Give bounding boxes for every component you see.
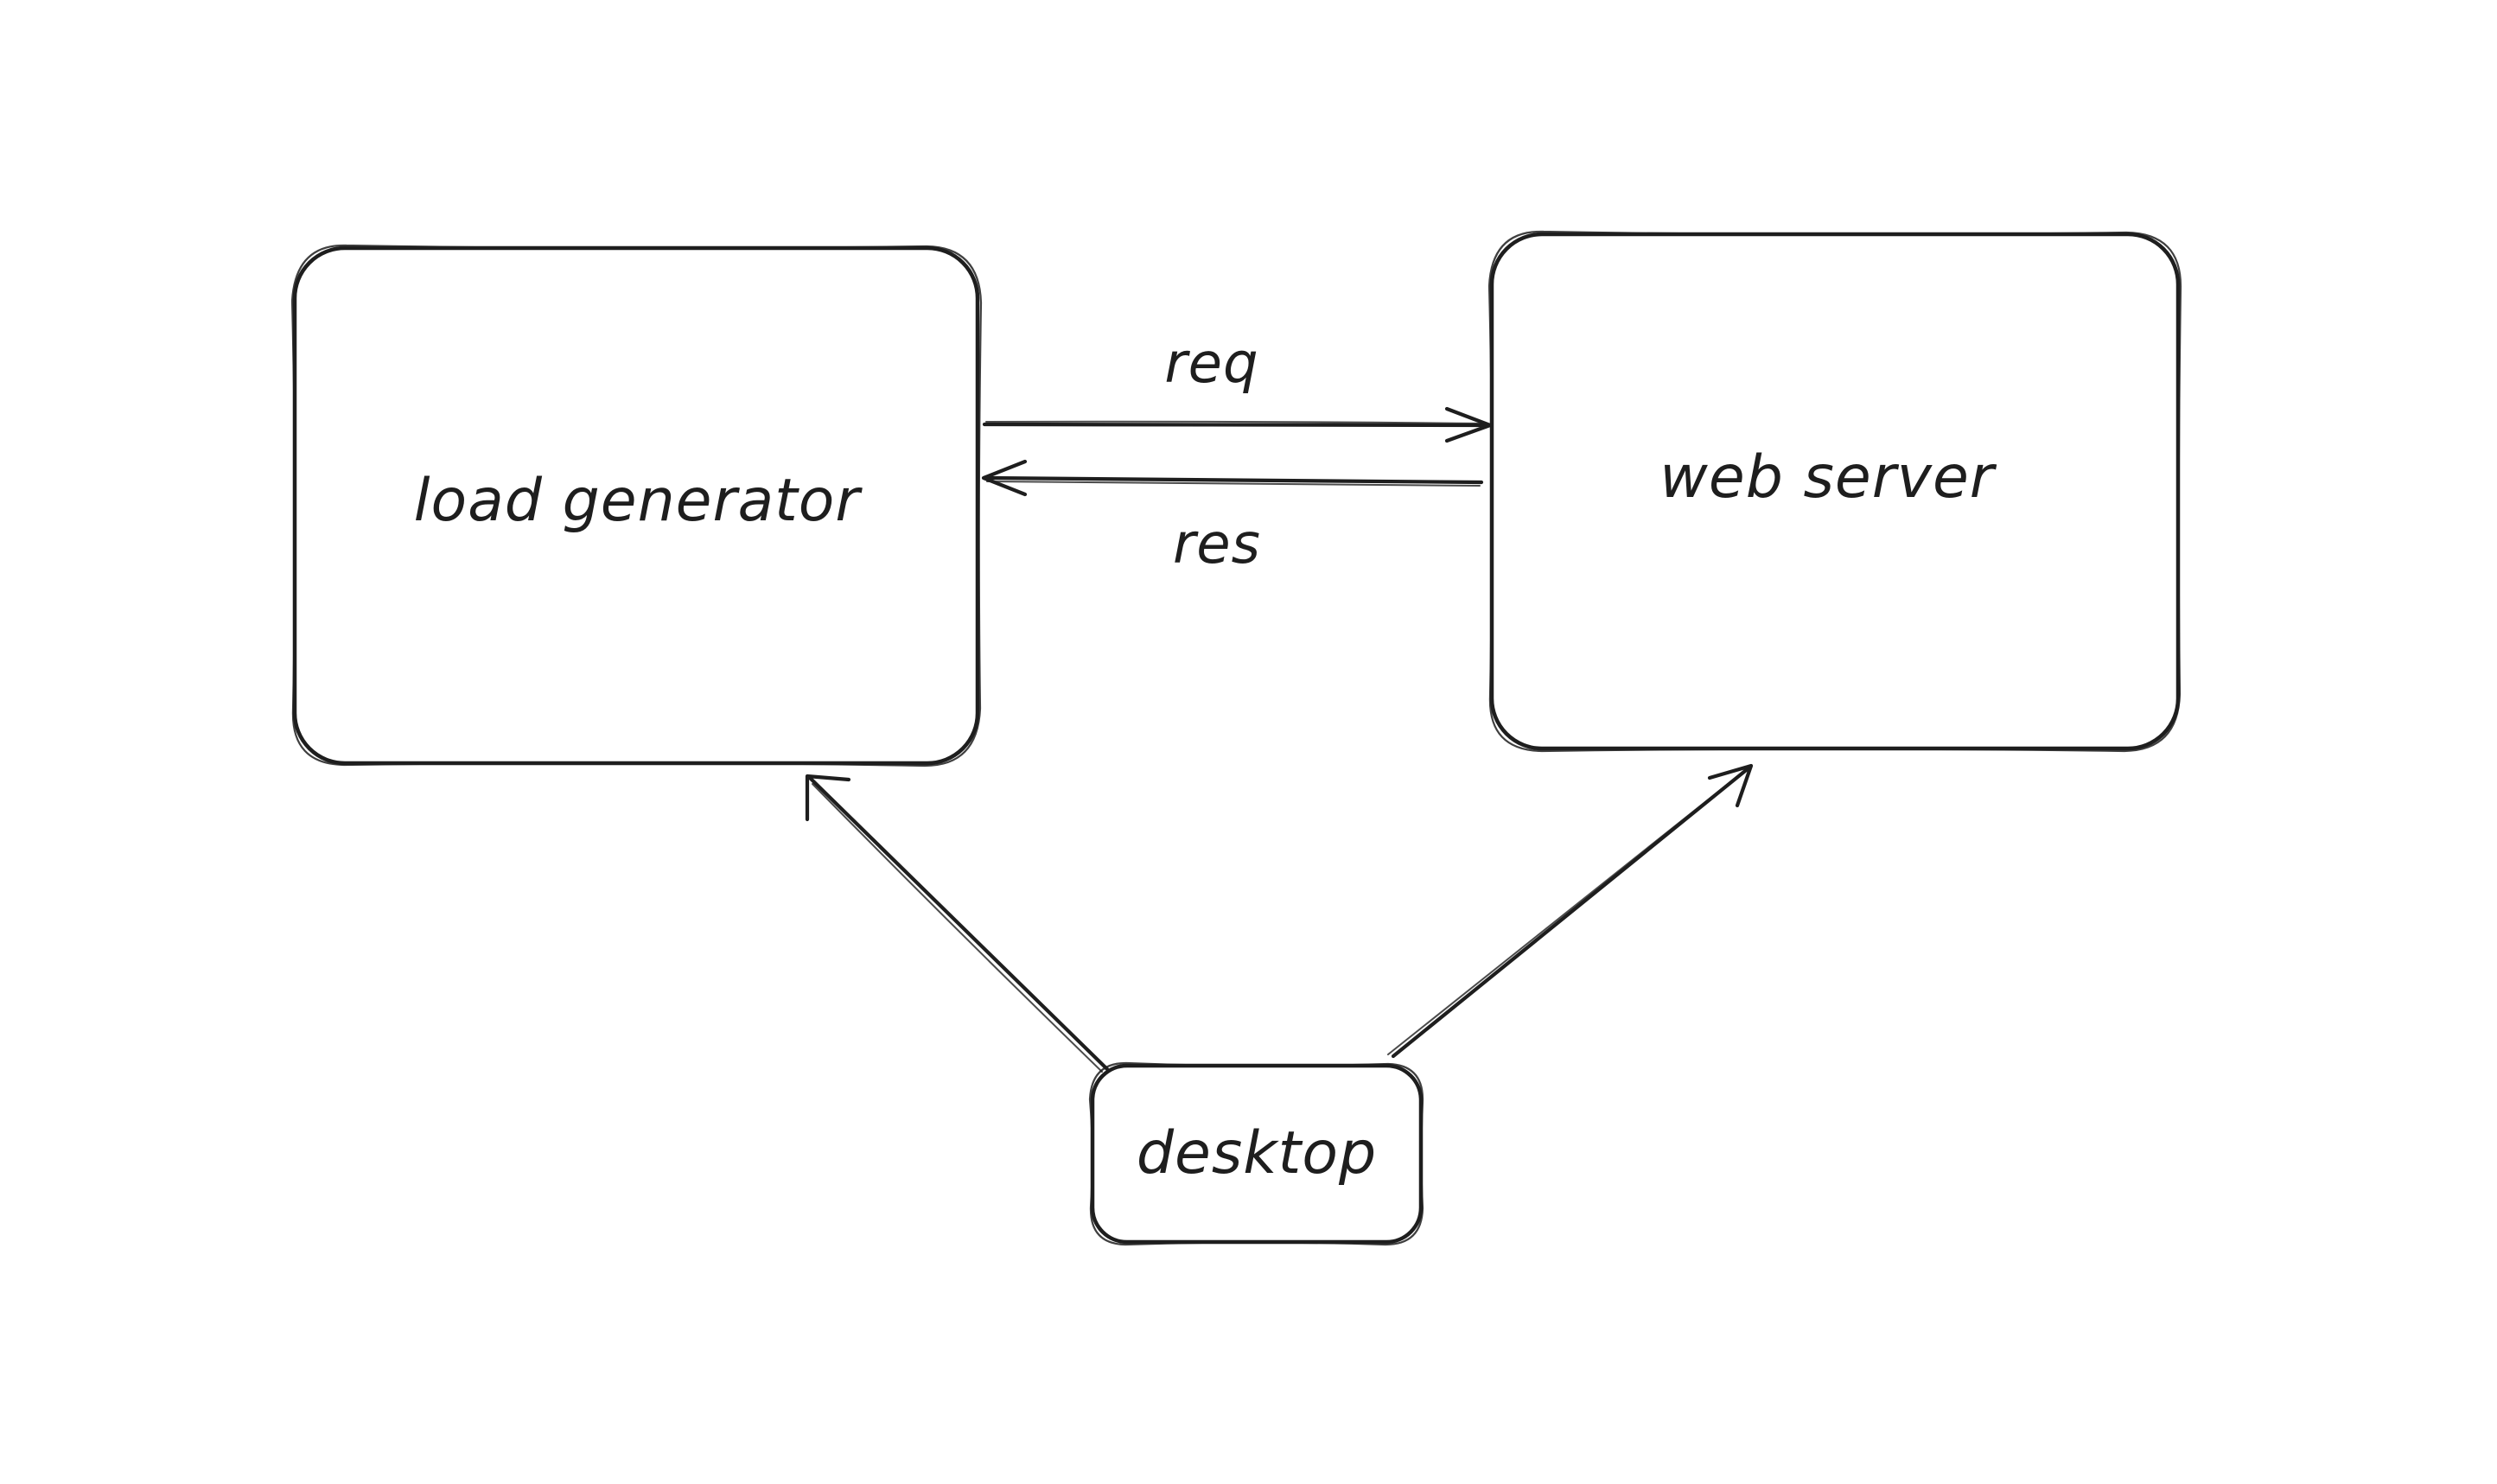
res-arrow-line bbox=[982, 475, 1484, 485]
web-server-box-sketch bbox=[1487, 230, 2182, 753]
node-desktop[interactable]: desktop bbox=[1088, 1061, 1424, 1246]
desktop-to-web-server-arrowhead-icon bbox=[1707, 763, 1754, 808]
req-arrow-line-sketch bbox=[985, 420, 1487, 424]
edge-desktop-to-web-server[interactable] bbox=[1387, 763, 1754, 1059]
res-arrow-line-sketch bbox=[986, 481, 1481, 487]
req-label: req bbox=[1164, 332, 1258, 396]
edge-req[interactable]: req bbox=[982, 332, 1493, 443]
desktop-box-sketch bbox=[1088, 1061, 1424, 1246]
node-web-server[interactable]: web server bbox=[1487, 230, 2182, 753]
desktop-to-load-generator-arrowhead-icon bbox=[805, 774, 851, 822]
req-arrow-line bbox=[982, 422, 1491, 428]
desktop-to-load-generator-line-sketch bbox=[812, 783, 1103, 1073]
edge-desktop-to-load-generator[interactable] bbox=[805, 774, 1110, 1073]
edge-res[interactable]: res bbox=[981, 459, 1484, 576]
res-label: res bbox=[1173, 513, 1261, 576]
req-arrowhead-icon bbox=[1444, 406, 1493, 443]
load-generator-label: load generator bbox=[414, 467, 863, 535]
res-arrowhead-icon bbox=[981, 459, 1028, 497]
desktop-to-web-server-line-sketch bbox=[1387, 770, 1745, 1055]
web-server-label: web server bbox=[1659, 443, 1997, 512]
load-generator-box-sketch bbox=[290, 244, 983, 767]
desktop-to-load-generator-line bbox=[806, 774, 1110, 1072]
desktop-label: desktop bbox=[1137, 1119, 1377, 1188]
node-load-generator[interactable]: load generator bbox=[290, 244, 983, 767]
desktop-to-web-server-line bbox=[1391, 765, 1752, 1059]
